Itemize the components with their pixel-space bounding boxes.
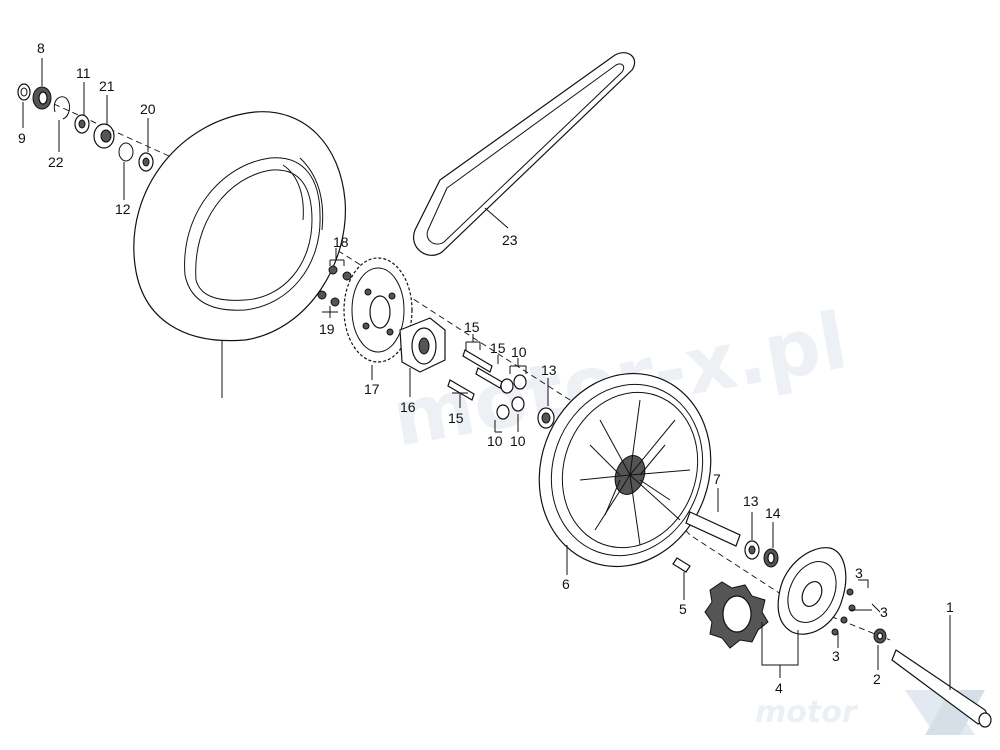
label-part-10c: 10 (510, 433, 526, 449)
label-part-21: 22 (48, 154, 64, 170)
sprocket (343, 257, 413, 363)
tire (133, 111, 347, 342)
ring-12 (118, 142, 134, 162)
axle-1 (891, 649, 992, 728)
bearing-20 (93, 123, 115, 149)
seal-9 (17, 83, 31, 101)
bolts-3 (831, 588, 856, 636)
pins-15 (447, 349, 503, 401)
sprocket-carrier (399, 317, 446, 373)
label-part-17: 17 (364, 381, 380, 397)
bearing-11 (74, 114, 90, 134)
label-part-18b: 19 (319, 321, 335, 337)
nut-2 (873, 628, 887, 644)
label-part-22: 23 (502, 232, 518, 248)
label-part-5: 5 (679, 601, 687, 617)
label-part-15a: 15 (464, 319, 480, 335)
label-part-19: 20 (140, 101, 156, 117)
seal-14 (763, 548, 779, 568)
watermark-logo: motor (755, 690, 985, 735)
label-part-7: 7 (713, 471, 721, 487)
bearing-13-left (537, 407, 555, 429)
label-part-4: 4 (775, 680, 783, 696)
circlip-21 (53, 96, 71, 120)
brake-disc (777, 547, 847, 635)
label-part-20: 21 (99, 78, 115, 94)
spacer-7 (685, 511, 741, 547)
label-part-15c: 15 (448, 410, 464, 426)
wheel-rim (538, 372, 712, 568)
label-part-12: 12 (115, 201, 131, 217)
label-part-3a: 3 (855, 565, 863, 581)
label-part-11: 11 (76, 65, 91, 81)
collar-19 (138, 152, 154, 172)
drive-belt (412, 52, 636, 256)
label-part-14: 14 (765, 505, 781, 521)
abs-ring (704, 581, 769, 649)
bolts-18 (317, 265, 352, 307)
label-part-10a: 10 (511, 344, 527, 360)
leader-lines (22, 58, 951, 690)
label-part-16: 16 (400, 399, 416, 415)
watermark-logo-text: motor (755, 695, 859, 730)
label-part-18a: 18 (333, 234, 349, 250)
label-part-2: 2 (873, 671, 881, 687)
bearing-13-right (744, 540, 760, 560)
label-part-9: 9 (18, 130, 26, 146)
seal-8 (32, 86, 52, 110)
label-part-13a: 13 (541, 362, 557, 378)
part-labels: 8 9 11 21 20 22 12 23 18 19 17 16 15 15 … (18, 40, 954, 696)
label-part-8: 8 (37, 40, 45, 56)
label-part-10b: 10 (487, 433, 503, 449)
label-part-13b: 13 (743, 493, 759, 509)
label-part-3c: 3 (832, 648, 840, 664)
label-part-3b: 3 (880, 604, 888, 620)
axis-line (44, 99, 891, 641)
label-part-1: 1 (946, 599, 954, 615)
label-part-6: 6 (562, 576, 570, 592)
label-part-15b: 15 (490, 340, 506, 356)
valve-5 (672, 557, 691, 573)
bushings-10 (496, 374, 527, 420)
